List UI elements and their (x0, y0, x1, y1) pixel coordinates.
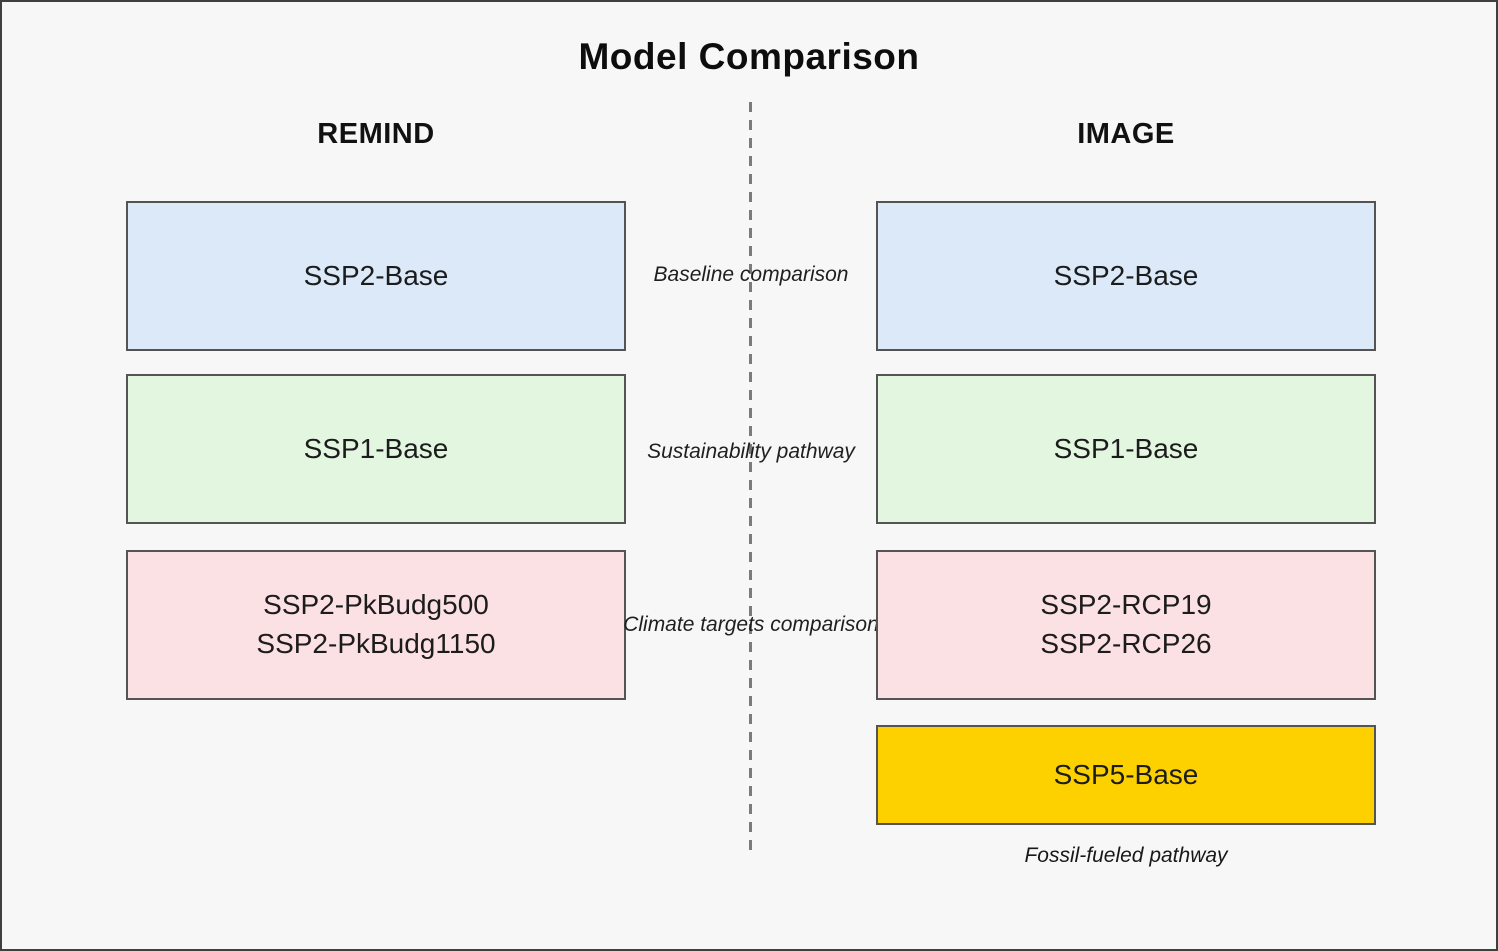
scenario-label: SSP2-Base (303, 259, 449, 291)
scenario-label: SSP1-Base (1053, 432, 1199, 464)
scenario-label: SSP5-Base (1053, 758, 1199, 790)
scenario-label: SSP2-PkBudg500 (263, 589, 489, 621)
diagram-title: Model Comparison (578, 36, 920, 77)
scenario-label: SSP2-RCP19 (1040, 589, 1212, 621)
scenario-box-image-sustainability: SSP1-Base (876, 374, 1376, 524)
scenario-label: SSP1-Base (303, 432, 449, 464)
scenario-box-image-baseline: SSP2-Base (876, 201, 1376, 351)
pathway-caption: Fossil-fueled pathway (1024, 844, 1228, 867)
scenario-box-remind-baseline: SSP2-Base (126, 201, 626, 351)
column-header-remind: REMIND (317, 118, 435, 150)
relation-label-baseline: Baseline comparison (653, 263, 849, 286)
scenario-label: SSP2-RCP26 (1040, 628, 1212, 659)
scenario-box-remind-sustainability: SSP1-Base (126, 374, 626, 524)
relation-label-climate-targets: Climate targets comparison (623, 613, 879, 636)
relation-label-sustainability: Sustainability pathway (647, 440, 855, 463)
divider-dashed-line (749, 102, 752, 854)
scenario-box-remind-climate-targets: SSP2-PkBudg500 SSP2-PkBudg1150 (126, 550, 626, 700)
column-header-image: IMAGE (1077, 118, 1175, 150)
scenario-label: SSP2-PkBudg1150 (256, 628, 496, 659)
scenario-box-image-fossil-fueled: SSP5-Base (876, 725, 1376, 825)
scenario-box-image-climate-targets: SSP2-RCP19 SSP2-RCP26 (876, 550, 1376, 700)
scenario-label: SSP2-Base (1053, 259, 1199, 291)
